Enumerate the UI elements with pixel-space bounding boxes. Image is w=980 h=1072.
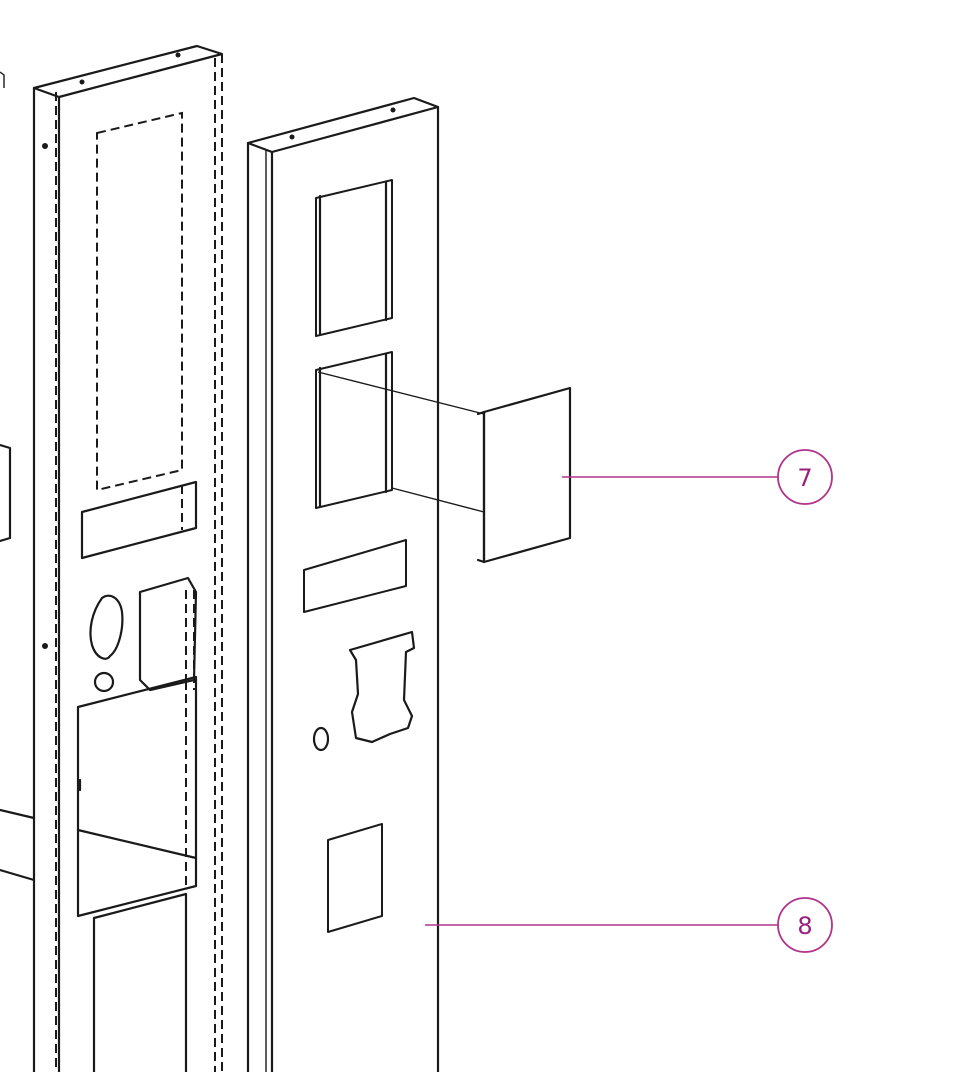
rear-door-panel (32, 44, 224, 1072)
callout-8: 8 (425, 897, 833, 953)
far-left-piece (0, 71, 36, 882)
cover-plate-part (317, 371, 572, 564)
front-panel (246, 96, 440, 1072)
callout-7: 7 (562, 449, 833, 505)
callout-8-circle (777, 897, 833, 953)
callout-7-label: 7 (797, 464, 812, 492)
callout-7-circle (777, 449, 833, 505)
callout-8-label: 8 (797, 912, 812, 940)
